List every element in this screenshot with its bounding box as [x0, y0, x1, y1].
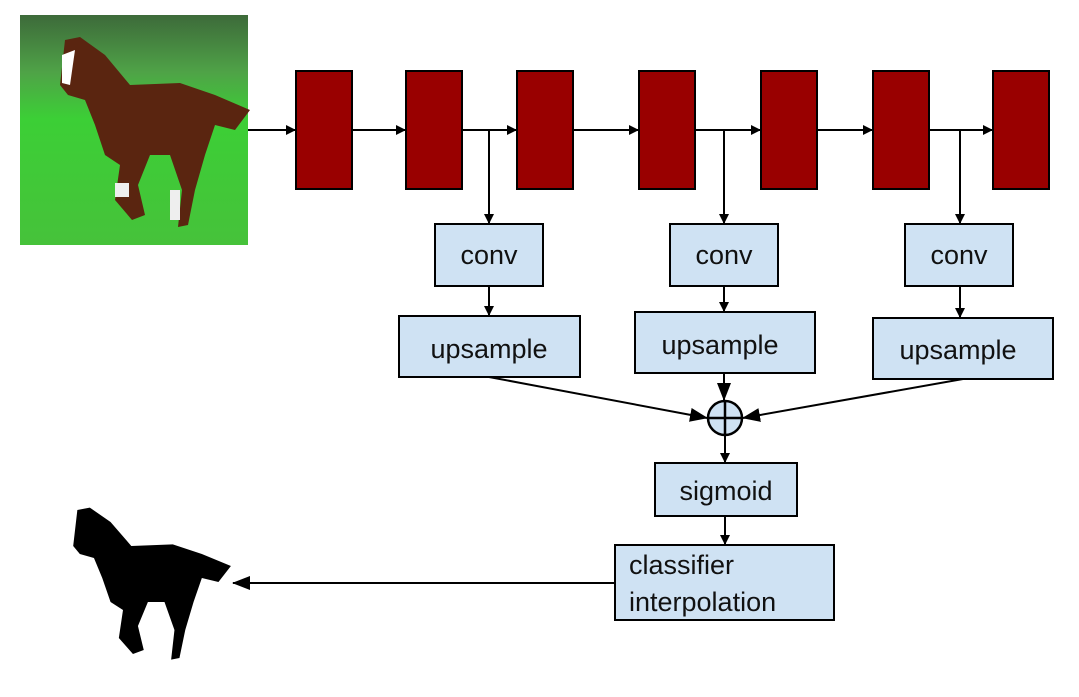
upsample-box-1: upsample [398, 315, 581, 378]
conv-label: conv [930, 240, 988, 270]
upsample-box-2: upsample [634, 311, 816, 374]
upsample-box-3: upsample [872, 317, 1054, 380]
layer-block [295, 70, 353, 190]
conv-box-2: conv [669, 223, 779, 287]
output-mask-image [73, 507, 231, 660]
backbone-layers [295, 70, 1050, 190]
upsample-label: upsample [430, 334, 547, 364]
conv-box-3: conv [904, 223, 1014, 287]
conv-box-1: conv [434, 223, 544, 287]
sigmoid-box: sigmoid [654, 462, 798, 517]
layer-block [405, 70, 463, 190]
upsample-label: upsample [899, 335, 1016, 365]
classifier-box: classifier interpolation [614, 544, 835, 621]
layer-block [516, 70, 574, 190]
classifier-label-line1: classifier [629, 550, 734, 580]
layer-block [638, 70, 696, 190]
conv-label: conv [695, 240, 753, 270]
horse-mask-icon [73, 507, 231, 660]
sum-node-icon [706, 399, 744, 437]
layer-block [872, 70, 930, 190]
classifier-label-line2: interpolation [629, 587, 776, 617]
input-horse-image [20, 15, 250, 245]
layer-block [760, 70, 818, 190]
sigmoid-label: sigmoid [679, 476, 772, 506]
backbone-arrows [232, 125, 993, 590]
conv-label: conv [460, 240, 518, 270]
upsample-label: upsample [661, 330, 778, 360]
layer-block [992, 70, 1050, 190]
